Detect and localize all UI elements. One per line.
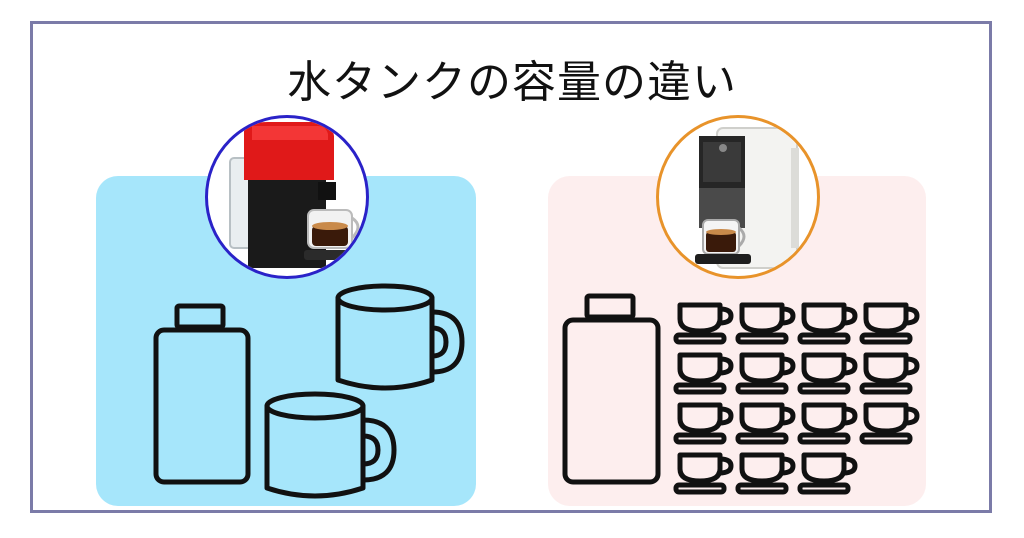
water-tank-icon <box>153 303 251 485</box>
red-coffee-machine-image <box>205 115 369 279</box>
espresso-cup-icon <box>673 302 734 345</box>
espresso-cup-icon <box>859 302 920 345</box>
mug-icon <box>335 283 465 391</box>
espresso-cup-icon <box>735 452 796 495</box>
espresso-cup-icon <box>859 402 920 445</box>
espresso-cup-icon <box>735 402 796 445</box>
espresso-cup-icon <box>673 452 734 495</box>
espresso-cup-icon <box>673 352 734 395</box>
espresso-cup-icon <box>859 352 920 395</box>
espresso-cup-icon <box>797 402 858 445</box>
espresso-cup-icon <box>797 352 858 395</box>
water-tank-icon <box>562 293 661 485</box>
espresso-cup-icon <box>797 302 858 345</box>
diagram-title: 水タンクの容量の違い <box>287 57 737 108</box>
espresso-cup-icon <box>735 302 796 345</box>
white-coffee-machine-image <box>656 115 820 279</box>
espresso-cup-icon <box>797 452 858 495</box>
espresso-cup-icon <box>735 352 796 395</box>
espresso-cup-icon <box>673 402 734 445</box>
mug-icon <box>264 391 397 499</box>
